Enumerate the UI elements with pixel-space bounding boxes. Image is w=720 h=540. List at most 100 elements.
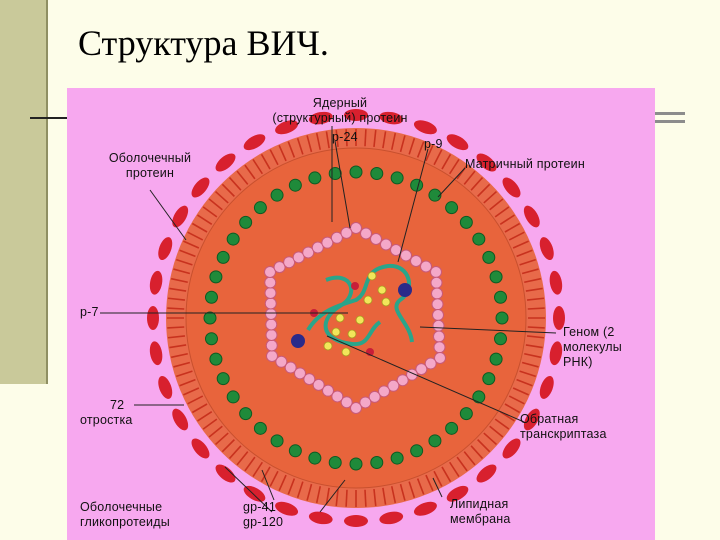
matrix-protein-bead (459, 215, 473, 229)
gp120-spike (502, 438, 521, 459)
matrix-protein-bead (204, 332, 218, 346)
gp41-stalk (215, 432, 229, 446)
capsid-protein-bead (340, 396, 353, 409)
label-envelope-protein-line1: Оболочечный (108, 151, 192, 165)
label-gp41: gp-41 (243, 500, 276, 514)
gp120-spike (215, 464, 236, 483)
gp120-spike (539, 237, 554, 261)
gp41-stalk (187, 231, 204, 241)
gp41-stalk (325, 131, 330, 149)
gp120-spike (413, 120, 437, 135)
gp120-spike (523, 408, 540, 431)
gp41-stalk (236, 451, 249, 466)
matrix-protein-bead (370, 456, 384, 470)
matrix-protein-bead (410, 444, 424, 458)
capsid-protein-bead (420, 260, 432, 273)
gp41-stalk (187, 395, 204, 405)
gp41-stalk (470, 445, 484, 459)
title-rule-right-bottom (655, 120, 685, 123)
capsid-protein-bead (360, 227, 372, 240)
gp120-spike (158, 375, 173, 399)
gp41-stalk (221, 439, 235, 453)
gp41-stalk (287, 141, 296, 158)
gp41-stalk (296, 138, 304, 155)
gp41-stalk (179, 249, 196, 258)
capsid-protein-bead (322, 384, 334, 397)
gp120-spike (379, 111, 404, 125)
capsid-protein-bead (284, 361, 297, 374)
gp120-spike (344, 515, 368, 527)
slide-side-bar (0, 0, 48, 384)
gp41-stalk (526, 297, 545, 301)
gp41-stalk (519, 258, 536, 266)
matrix-protein-bead (239, 407, 253, 421)
gp41-stalk (364, 129, 367, 147)
label-nuclear-protein: Ядерный (структурный) протеин (252, 96, 428, 126)
gp120-spike (215, 153, 236, 172)
matrix-protein-bead (494, 290, 508, 304)
capsid-protein-bead (264, 297, 277, 310)
gp41-stalk (228, 445, 242, 459)
gp41-stalk (449, 461, 460, 477)
gp41-stalk (364, 489, 367, 507)
gp120-spike (344, 109, 368, 121)
gp41-stalk (508, 395, 525, 405)
matrix-protein-bead (472, 390, 486, 404)
p7-protein (351, 282, 359, 290)
gp41-stalk (315, 486, 322, 504)
gp41-stalk (512, 387, 529, 396)
label-lipid-membrane: Липидная мембрана (450, 497, 511, 527)
gp41-stalk (524, 277, 542, 284)
label-reverse-transcriptase-line1: Обратная (520, 412, 579, 426)
matrix-protein-ring (203, 165, 509, 471)
capsid-protein-bead (415, 363, 428, 376)
gp41-stalk (449, 159, 460, 175)
gp41-stalk (425, 145, 434, 162)
gp120-spike (275, 120, 299, 135)
label-p9: p-9 (424, 137, 443, 151)
gp41-stalk (525, 287, 543, 292)
gp41-stalk (408, 481, 416, 498)
gp41-stalk (408, 138, 416, 155)
gp120-spike (549, 270, 563, 295)
matrix-protein-bead (489, 270, 503, 284)
matrix-protein-bead (288, 444, 302, 458)
label-gp120: gp-120 (243, 515, 284, 529)
gp41-stalk (516, 249, 533, 258)
matrix-protein-bead (459, 407, 473, 421)
matrix-protein-bead (472, 232, 486, 246)
nucleocapsid-protein-dot (331, 327, 341, 337)
gp41-stalk (494, 206, 510, 218)
capsid-protein-bead (303, 373, 316, 386)
capsid-protein-bead (380, 238, 392, 251)
capsid-protein-bead (432, 309, 444, 321)
matrix-protein-bead (270, 188, 284, 202)
gp41-stalk (504, 222, 521, 233)
capsid-protein-bead (294, 367, 306, 380)
gp41-stalk (489, 425, 504, 438)
gp41-stalk (477, 439, 491, 453)
label-envelope-protein-line2: протеин (125, 166, 175, 180)
gp120-spike (539, 375, 554, 399)
spike-ring (147, 109, 565, 527)
gp41-stalk (399, 483, 406, 501)
gp120-spike (476, 464, 497, 483)
rna-strand-1 (323, 275, 382, 347)
capsid-protein-bead (387, 379, 400, 392)
nucleocapsid-protein-dot (341, 347, 351, 357)
gp41-stalk (456, 164, 468, 180)
matrix-protein-bead (270, 434, 284, 448)
gp41-stalk (176, 370, 193, 378)
gp41-stalk (244, 164, 256, 180)
capsid-protein-bead (368, 390, 381, 403)
matrix-protein-bead (253, 201, 267, 215)
gp41-stalk (524, 352, 542, 359)
matrix-protein-bead (428, 188, 442, 202)
matrix-protein-bead (226, 390, 240, 404)
slide-side-bar-lower (0, 384, 48, 540)
label-spikes: 72 отростка (80, 398, 133, 428)
gp41-stalk (373, 488, 377, 507)
gp41-stalk (183, 240, 200, 249)
gp41-stalk (477, 183, 491, 197)
